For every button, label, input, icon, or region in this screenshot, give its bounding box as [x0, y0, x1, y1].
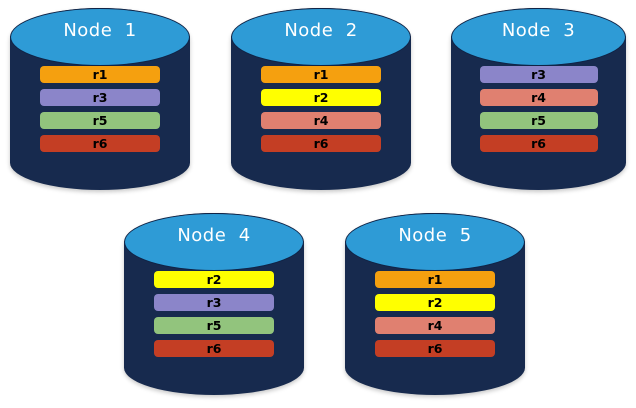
replica-bar[interactable]: r4 — [261, 112, 381, 129]
replica-bar[interactable]: r5 — [479, 112, 598, 129]
replica-bar[interactable]: r1 — [261, 66, 381, 83]
replica-bar[interactable]: r2 — [261, 89, 381, 106]
replica-bar[interactable]: r3 — [40, 89, 160, 106]
node-label: Node 3 — [501, 20, 576, 41]
node-label: Node 5 — [398, 225, 472, 246]
replica-bar[interactable]: r1 — [375, 271, 495, 288]
replica-bar[interactable]: r3 — [154, 294, 274, 311]
cylinder-top-disc — [125, 214, 303, 270]
replica-stack: r2 r3 r5 r6 — [124, 271, 304, 363]
replica-bar[interactable]: r4 — [375, 317, 495, 334]
replica-bar[interactable]: r5 — [154, 317, 274, 334]
node-cylinder-5[interactable]: Node 5 r1 r2 r4 r6 — [345, 213, 525, 395]
cylinder-top-disc — [11, 9, 189, 65]
cylinder-top-disc — [346, 214, 524, 270]
cylinder-top-disc — [232, 9, 410, 65]
node-cylinder-4[interactable]: Node 4 r2 r3 r5 r6 — [124, 213, 304, 395]
replica-bar[interactable]: r6 — [261, 135, 381, 152]
replica-bar[interactable]: r6 — [40, 135, 160, 152]
replica-stack: r1 r2 r4 r6 — [231, 66, 411, 158]
replica-bar[interactable]: r1 — [40, 66, 160, 83]
node-cylinder-3[interactable]: Node 3 r3 r4 r5 r6 — [451, 8, 626, 190]
node-cylinder-1[interactable]: Node 1 r1 r3 r5 r6 — [10, 8, 190, 190]
replica-bar[interactable]: r6 — [375, 340, 495, 357]
node-label: Node 2 — [284, 20, 358, 41]
node-cylinder-2[interactable]: Node 2 r1 r2 r4 r6 — [231, 8, 411, 190]
node-label: Node 1 — [63, 20, 137, 41]
replica-bar[interactable]: r3 — [479, 66, 598, 83]
replica-stack: r1 r3 r5 r6 — [10, 66, 190, 158]
replica-bar[interactable]: r5 — [40, 112, 160, 129]
replica-bar[interactable]: r4 — [479, 89, 598, 106]
cylinder-top-disc — [452, 9, 625, 65]
replica-stack: r3 r4 r5 r6 — [451, 66, 626, 158]
replica-bar[interactable]: r2 — [154, 271, 274, 288]
replica-stack: r1 r2 r4 r6 — [345, 271, 525, 363]
replica-bar[interactable]: r6 — [154, 340, 274, 357]
replica-bar[interactable]: r2 — [375, 294, 495, 311]
replica-bar[interactable]: r6 — [479, 135, 598, 152]
node-label: Node 4 — [177, 225, 251, 246]
